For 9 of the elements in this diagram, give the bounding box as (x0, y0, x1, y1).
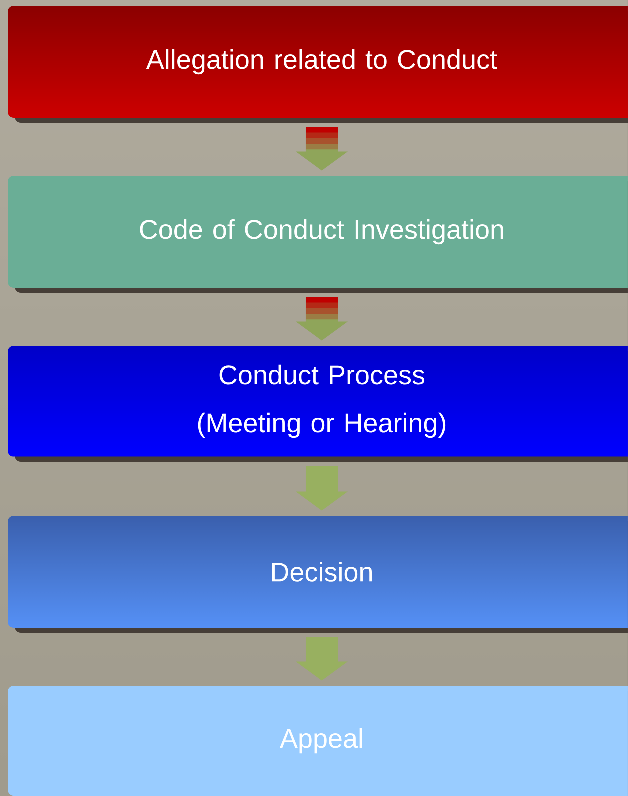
process-box: Conduct Process (Meeting or Hearing) (8, 346, 628, 462)
block-arrow (296, 466, 348, 511)
process-box: Allegation related to Conduct (8, 6, 628, 123)
block-arrow (296, 297, 348, 341)
block-arrow (296, 637, 348, 681)
process-box: Appeal (8, 686, 628, 796)
process-box: Code of Conduct Investigation (8, 176, 628, 293)
process-box: Decision (8, 516, 628, 633)
block-arrow (296, 127, 348, 171)
